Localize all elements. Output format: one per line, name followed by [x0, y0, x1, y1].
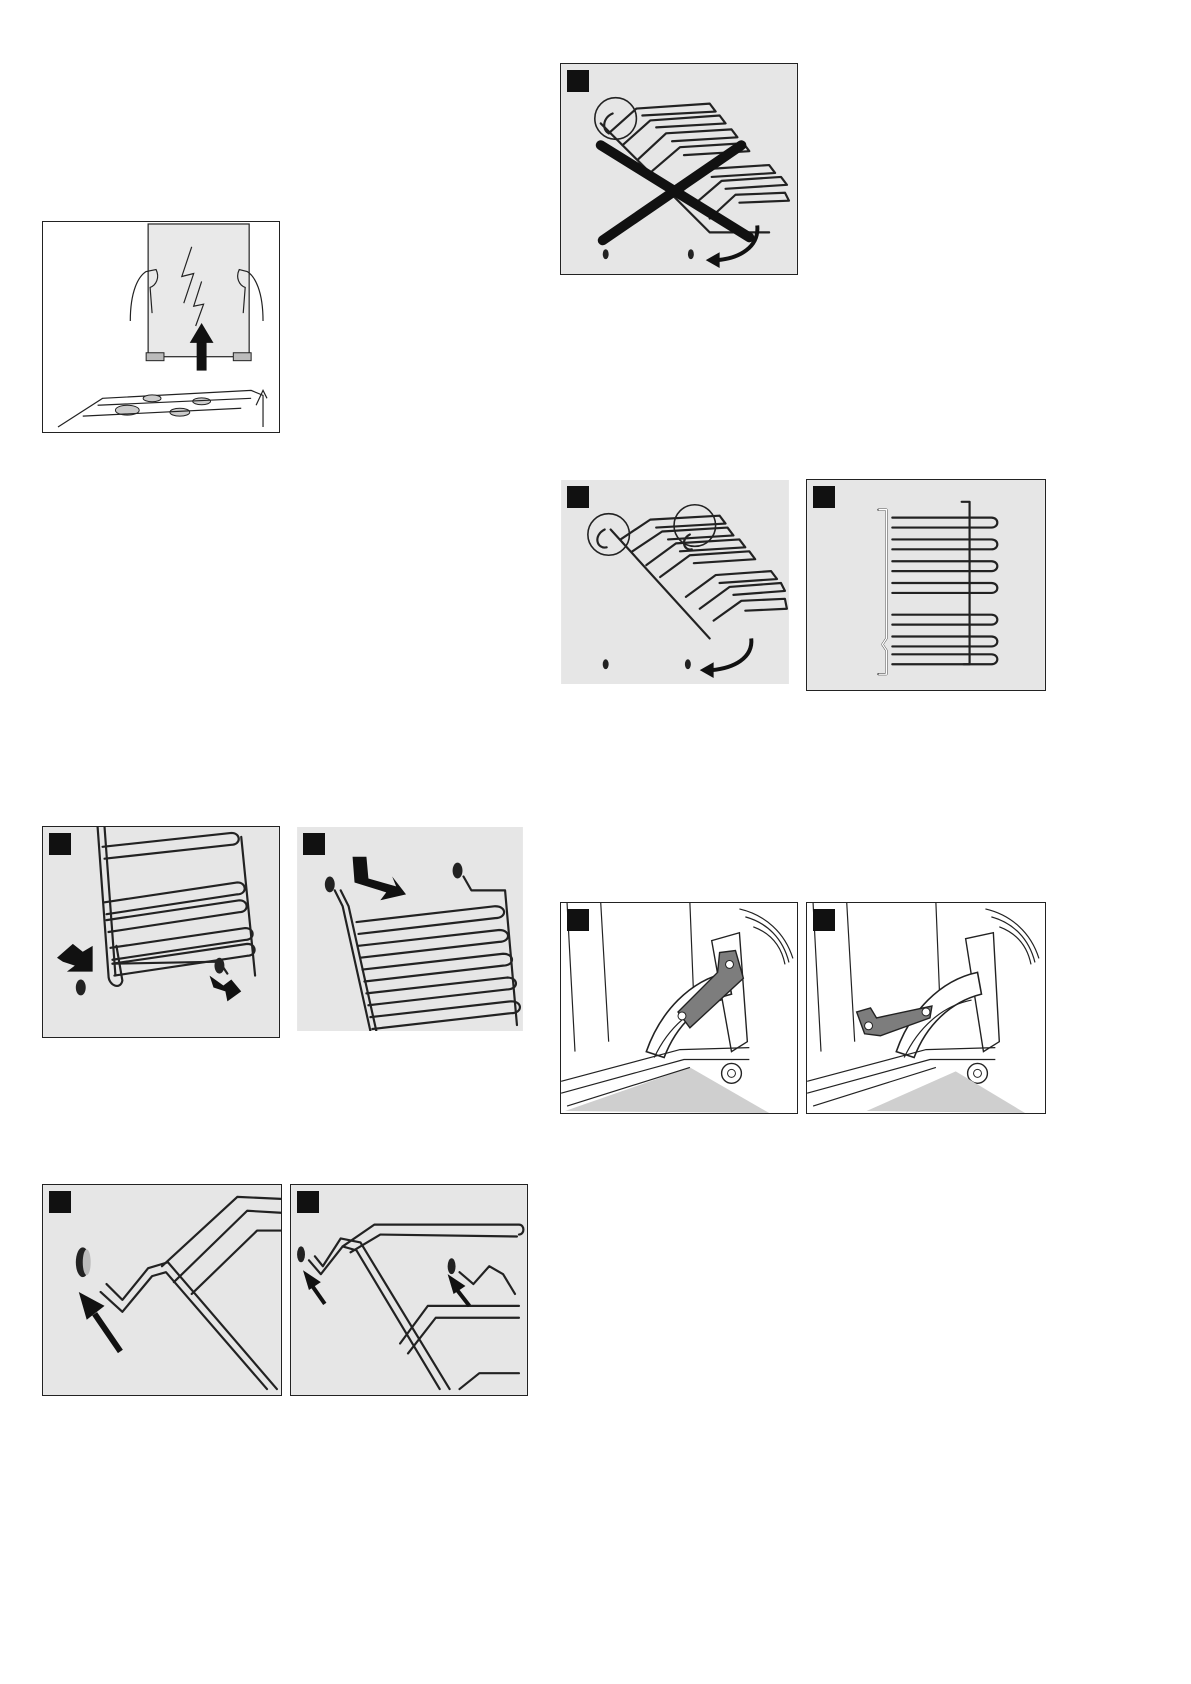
hook-detail-single-illustration: [43, 1185, 281, 1395]
figure-rack-front: [806, 479, 1046, 691]
figure-hinge-open: [806, 902, 1046, 1114]
figure-badge: [567, 70, 589, 92]
figure-badge: [49, 1191, 71, 1213]
hinge-open-illustration: [807, 903, 1045, 1113]
figure-badge: [49, 833, 71, 855]
figure-hinge-closed: [560, 902, 798, 1114]
figure-rail-hook: [296, 826, 524, 1032]
hook-detail-double-illustration: [291, 1185, 527, 1395]
rack-tilt-illustration: [561, 480, 789, 684]
rail-remove-illustration: [43, 827, 279, 1037]
figure-badge: [813, 909, 835, 931]
figure-badge: [567, 486, 589, 508]
figure-rack-tilt: [560, 479, 790, 685]
figure-glass-cover: [42, 221, 280, 433]
figure-badge: [303, 833, 325, 855]
hinge-closed-illustration: [561, 903, 797, 1113]
figure-badge: [813, 486, 835, 508]
glass-cover-illustration: [43, 222, 279, 432]
rail-hook-illustration: [297, 827, 523, 1031]
figure-hook-detail-single: [42, 1184, 282, 1396]
figure-rail-remove: [42, 826, 280, 1038]
rack-front-illustration: [807, 480, 1045, 690]
figure-badge: [567, 909, 589, 931]
figure-rack-wrong: [560, 63, 798, 275]
figure-hook-detail-double: [290, 1184, 528, 1396]
figure-badge: [297, 1191, 319, 1213]
rack-wrong-illustration: [561, 64, 797, 274]
